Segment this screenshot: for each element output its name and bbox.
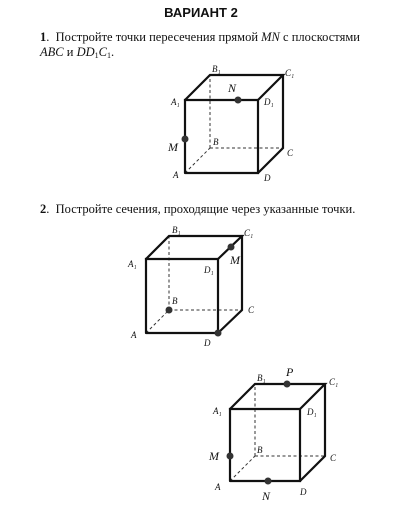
task-2: 2. Постройте сечения, проходящие через у… (40, 202, 356, 216)
cube-2-label-c1: C₁ (244, 228, 253, 238)
cube-1-label-b1: B₁ (212, 64, 221, 74)
cube-1-label-a1: A₁ (170, 97, 180, 107)
cube-3-point-n (264, 477, 272, 485)
cube-1-point-n (234, 96, 242, 104)
cube-2-point-d (214, 329, 222, 337)
task-1: 1. Постройте точки пересечения прямой MN… (40, 30, 360, 60)
cube-3-label-b: B (257, 445, 263, 455)
task-1-plane-dd1c1: DD1C1 (76, 45, 111, 60)
cube-3-front-face (228, 407, 302, 483)
cube-3-point-m (226, 452, 234, 460)
cube-3-point-p (283, 380, 291, 388)
cube-3-label-a1: A₁ (212, 406, 222, 416)
task-2-text: Постройте сечения, проходящие через указ… (55, 202, 356, 216)
cube-1-label-c: C (287, 148, 294, 158)
cube-3-label-m: M (208, 449, 220, 463)
cube-1-label-a: A (172, 170, 179, 180)
cube-3-label-d: D (299, 487, 307, 497)
cube-3-top-back (228, 382, 328, 411)
cube-2-label-d1: D₁ (203, 265, 214, 275)
cube-3-right-face (298, 382, 327, 483)
cube-3-label-p: P (285, 365, 294, 379)
cube-3-label-c1: C₁ (329, 377, 338, 387)
cube-1-edge-ab (184, 147, 211, 174)
cube-1-label-m: M (167, 140, 179, 154)
cube-2-label-a: A (130, 330, 137, 340)
cube-2-edge-ab (145, 309, 170, 334)
cube-2-label-m: M (229, 253, 241, 267)
cube-1-label-b: B (213, 137, 219, 147)
task-1-number: 1 (40, 30, 47, 44)
cube-1-right-face (256, 73, 285, 175)
cube-1-top-back (183, 73, 286, 102)
cube-1-label-d: D (263, 173, 271, 183)
task-1-text-b: с плоскостями (279, 30, 360, 44)
cube-1-figure: B₁ C₁ A₁ D₁ N M B C A D (167, 64, 294, 183)
cube-2-label-c: C (248, 305, 255, 315)
cube-3-label-a: A (214, 482, 221, 492)
cube-2-label-b1: B₁ (172, 225, 181, 235)
task-1-plane-abc: ABC (40, 45, 64, 59)
task-2-number: 2 (40, 202, 47, 216)
cube-3-label-n: N (261, 489, 271, 503)
cube-1-label-n: N (227, 81, 237, 95)
cube-2-label-b: B (172, 296, 178, 306)
cube-2-point-b (165, 306, 173, 314)
task-1-conj: и (63, 45, 77, 59)
cube-1-label-c1: C₁ (285, 68, 294, 78)
cube-2-label-d: D (203, 338, 211, 348)
variant-title: ВАРИАНТ 2 (164, 5, 238, 20)
cube-3-edge-ab (229, 455, 256, 482)
task-1-text-a: Постройте точки пересечения прямой (55, 30, 262, 44)
cube-3-figure: B₁ P C₁ A₁ D₁ M B C A D N (208, 365, 338, 503)
cube-3-label-d1: D₁ (306, 407, 317, 417)
cube-2-right-face (216, 234, 244, 335)
cube-3-label-b1: B₁ (257, 373, 266, 383)
cube-1-label-d1: D₁ (263, 97, 274, 107)
cube-2-point-m (227, 243, 235, 251)
cube-1-front-face (183, 98, 260, 175)
cube-2-figure: B₁ C₁ A₁ D₁ M B C A D (127, 225, 255, 348)
cube-1-point-m (181, 135, 189, 143)
task-1-line-mn: MN (261, 30, 280, 44)
cube-2-label-a1: A₁ (127, 259, 137, 269)
cube-3-label-c: C (330, 453, 337, 463)
